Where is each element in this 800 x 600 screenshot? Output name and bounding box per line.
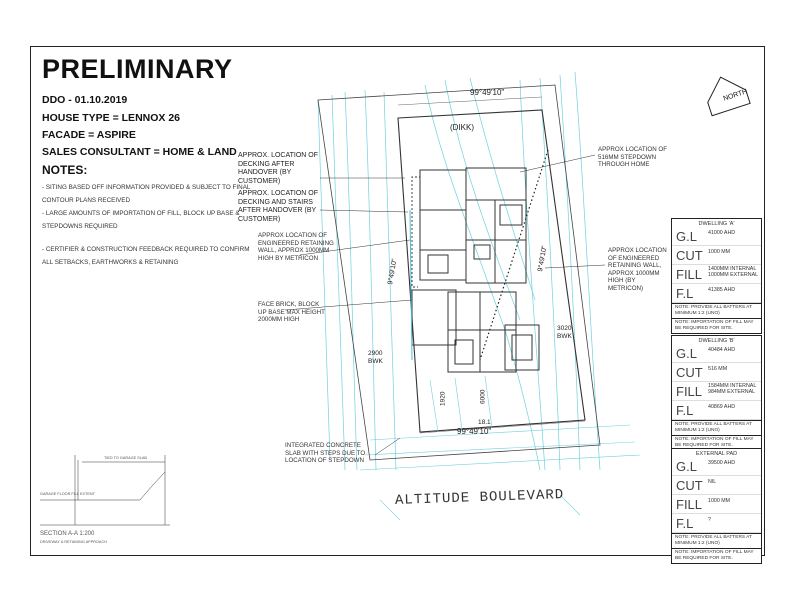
- note-item-1: - SITING BASED OFF INFORMATION PROVIDED …: [42, 184, 251, 204]
- fl-value: 41385 AHD: [708, 287, 736, 293]
- sales-consultant-line: SALES CONSULTANT = HOME & LAND: [42, 146, 237, 158]
- house-type-line: HOUSE TYPE = LENNOX 26: [42, 112, 180, 124]
- section-label-side: GARAGE FLOOR FILL EXTENT: [40, 492, 95, 496]
- callout-retaining-wall-right: APPROX LOCATION OF ENGINEERED RETAINING …: [608, 247, 667, 292]
- section-label-top: TIED TO GARAGE SLAB: [104, 456, 147, 460]
- fill-label: FILL: [676, 267, 703, 282]
- bearing-top: 99°49'10": [470, 88, 505, 97]
- fill-note: NOTE: IMPORTATION OF FILL MAY BE REQUIRE…: [672, 318, 761, 333]
- external-pad-table: EXTERNAL PAD G.L 39500 AHD CUT NIL FILL 100…: [671, 448, 762, 564]
- notes-title: NOTES:: [42, 163, 88, 177]
- cut-label: CUT: [676, 478, 703, 493]
- fl-value: ?: [708, 517, 711, 523]
- dwelling-a-table: DWELLING 'A' G.L 41000 AHD CUT 1000 MM FIL…: [671, 218, 762, 334]
- callout-retaining-wall-left: APPROX LOCATION OF ENGINEERED RETAINING …: [258, 232, 334, 262]
- dim-18-1: 18.1: [478, 419, 491, 426]
- callout-concrete-slab: INTEGRATED CONCRETE SLAB WITH STEPS DUE …: [285, 442, 366, 464]
- dim-6000: 6000: [479, 389, 487, 404]
- dik-label: (DIKK): [450, 123, 474, 132]
- gl-value: 39500 AHD: [708, 460, 736, 466]
- fill-value: 1584MM INTERNAL 984MM EXTERNAL: [708, 383, 757, 395]
- batter-note: NOTE: PROVIDE ALL BATTERS AT MINIMUM 1:2…: [672, 533, 761, 548]
- table-title: DWELLING 'A': [698, 221, 735, 227]
- bwk-right: 3020 BWK: [557, 325, 572, 340]
- table-title: DWELLING 'B': [698, 338, 735, 344]
- fill-value: 1000 MM: [708, 498, 731, 504]
- fl-label: F.L: [676, 516, 694, 531]
- callout-stepdown: APPROX LOCATION OF 516MM STEPDOWN THROUG…: [598, 146, 667, 168]
- ddo-line: DDO - 01.10.2019: [42, 94, 128, 106]
- cut-value: NIL: [708, 479, 717, 485]
- callout-face-brick: FACE BRICK, BLOCK UP BASE MAX HEIGHT 200…: [258, 301, 325, 323]
- gl-label: G.L: [676, 229, 697, 244]
- fl-value: 40869 AHD: [708, 404, 736, 410]
- callout-decking-after-handover: APPROX. LOCATION OF DECKING AFTER HANDOV…: [238, 152, 318, 185]
- gl-label: G.L: [676, 459, 697, 474]
- facade-line: FACADE = ASPIRE: [42, 129, 136, 141]
- bearing-bottom: 99°49'10": [457, 427, 492, 436]
- fill-note: NOTE: IMPORTATION OF FILL MAY BE REQUIRE…: [672, 548, 761, 563]
- cut-label: CUT: [676, 248, 703, 263]
- bwk-left: 2900 BWK: [368, 350, 383, 365]
- drawing-sheet-border: [30, 46, 765, 556]
- gl-value: 41000 AHD: [708, 230, 736, 236]
- fl-label: F.L: [676, 403, 694, 418]
- fl-label: F.L: [676, 286, 694, 301]
- callout-decking-stairs: APPROX. LOCATION OF DECKING AND STAIRS A…: [238, 190, 318, 223]
- fill-label: FILL: [676, 497, 703, 512]
- cut-value: 516 MM: [708, 366, 728, 372]
- fill-label: FILL: [676, 384, 703, 399]
- fill-value: 1400MM INTERNAL 1000MM EXTERNAL: [708, 266, 759, 278]
- batter-note: NOTE: PROVIDE ALL BATTERS AT MINIMUM 1:2…: [672, 303, 761, 318]
- gl-label: G.L: [676, 346, 697, 361]
- dim-1920: 1920: [439, 391, 447, 406]
- cut-label: CUT: [676, 365, 703, 380]
- dwelling-b-table: DWELLING 'B' G.L 40484 AHD CUT 516 MM FILL…: [671, 335, 762, 451]
- fill-note: NOTE: IMPORTATION OF FILL MAY BE REQUIRE…: [672, 435, 761, 450]
- batter-note: NOTE: PROVIDE ALL BATTERS AT MINIMUM 1:2…: [672, 420, 761, 435]
- cut-value: 1000 MM: [708, 249, 731, 255]
- page-title: PRELIMINARY: [42, 54, 233, 84]
- section-caption-2: DRIVEWAY & RETAINING APPROACH: [40, 540, 107, 544]
- gl-value: 40484 AHD: [708, 347, 736, 353]
- section-caption: SECTION A-A 1:200: [40, 531, 95, 537]
- note-item-2: - LARGE AMOUNTS OF IMPORTATION OF FILL, …: [42, 210, 240, 230]
- note-item-3: - CERTIFIER & CONSTRUCTION FEEDBACK REQU…: [42, 246, 250, 266]
- table-title: EXTERNAL PAD: [695, 451, 738, 457]
